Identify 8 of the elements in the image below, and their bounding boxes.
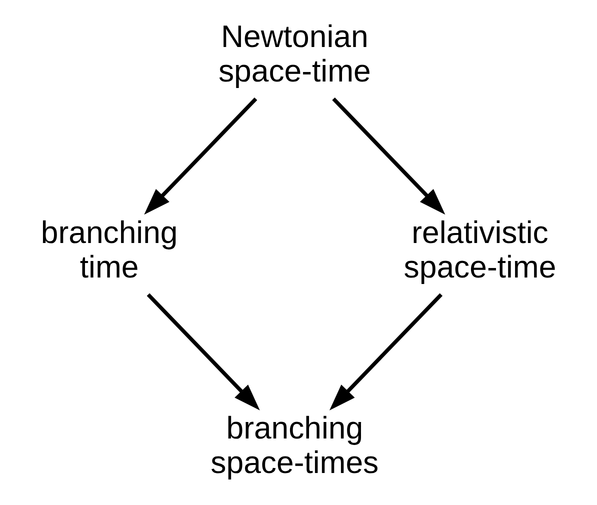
- node-text: Newtonian space-time: [218, 19, 370, 89]
- arrow: [144, 97, 257, 215]
- node-text: branching space-times: [210, 410, 378, 480]
- arrow: [328, 293, 442, 410]
- node-text: relativistic space-time: [403, 214, 556, 284]
- arrow: [146, 293, 260, 410]
- arrow: [332, 97, 445, 215]
- node-text: branching time: [40, 214, 178, 284]
